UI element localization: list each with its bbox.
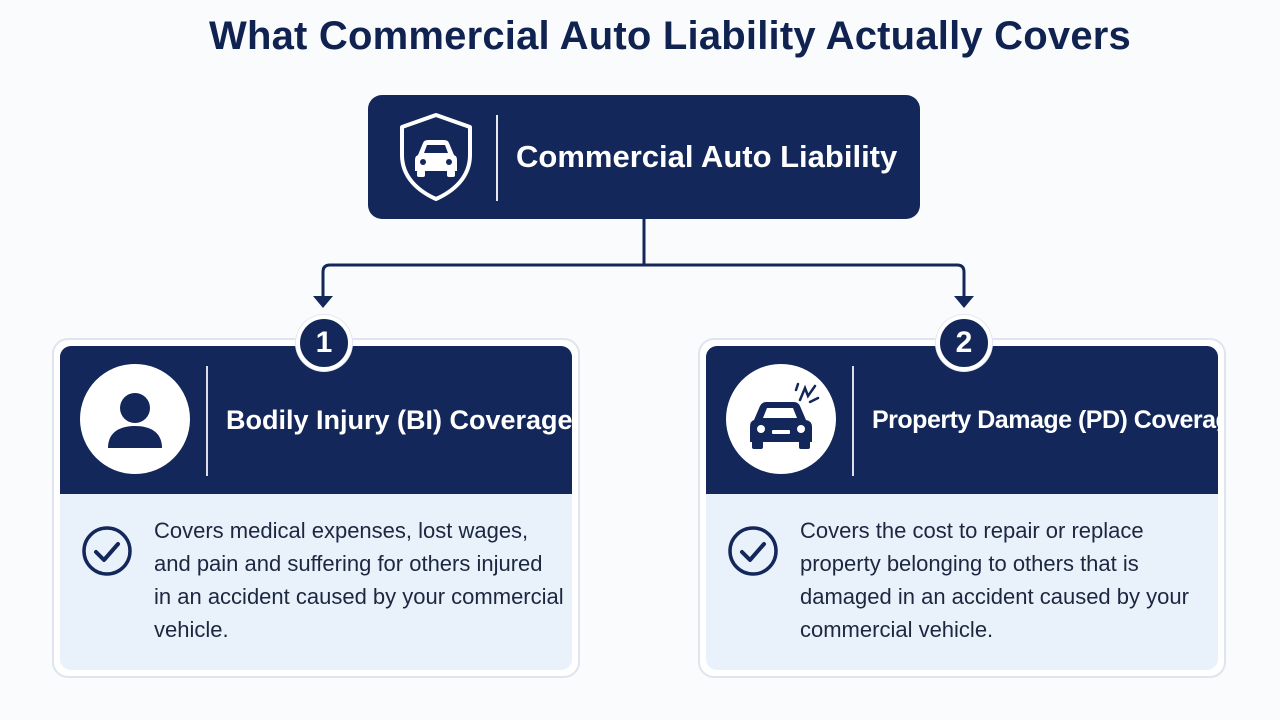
coverage-card-bodily-injury: Bodily Injury (BI) Coverage Covers medic… (52, 338, 580, 678)
card-title: Property Damage (PD) Coverage (872, 406, 1218, 434)
root-node: Commercial Auto Liability (368, 95, 920, 219)
root-divider (496, 115, 498, 201)
card-description: Covers the cost to repair or replace pro… (800, 518, 1189, 642)
card-header: Bodily Injury (BI) Coverage (60, 346, 572, 494)
card-description: Covers medical expenses, lost wages, and… (154, 518, 564, 642)
card-header: Property Damage (PD) Coverage (706, 346, 1218, 494)
header-divider (206, 366, 208, 476)
number-badge-1: 1 (296, 315, 352, 371)
arrow-head-1 (313, 296, 333, 308)
damaged-car-icon (750, 382, 820, 449)
branch-connector (321, 263, 966, 302)
person-icon (108, 393, 162, 448)
check-circle-icon (82, 526, 132, 576)
icon-circle (726, 364, 836, 474)
page-title: What Commercial Auto Liability Actually … (209, 14, 1131, 58)
card-title: Bodily Injury (BI) Coverage (226, 405, 572, 435)
root-label: Commercial Auto Liability (516, 139, 898, 174)
shield-car-icon (400, 113, 472, 201)
coverage-card-property-damage: Property Damage (PD) Coverage Covers the… (698, 338, 1226, 678)
icon-circle (80, 364, 190, 474)
number-badge-2: 2 (936, 315, 992, 371)
arrow-head-2 (954, 296, 974, 308)
check-circle-icon (728, 526, 778, 576)
header-divider (852, 366, 854, 476)
